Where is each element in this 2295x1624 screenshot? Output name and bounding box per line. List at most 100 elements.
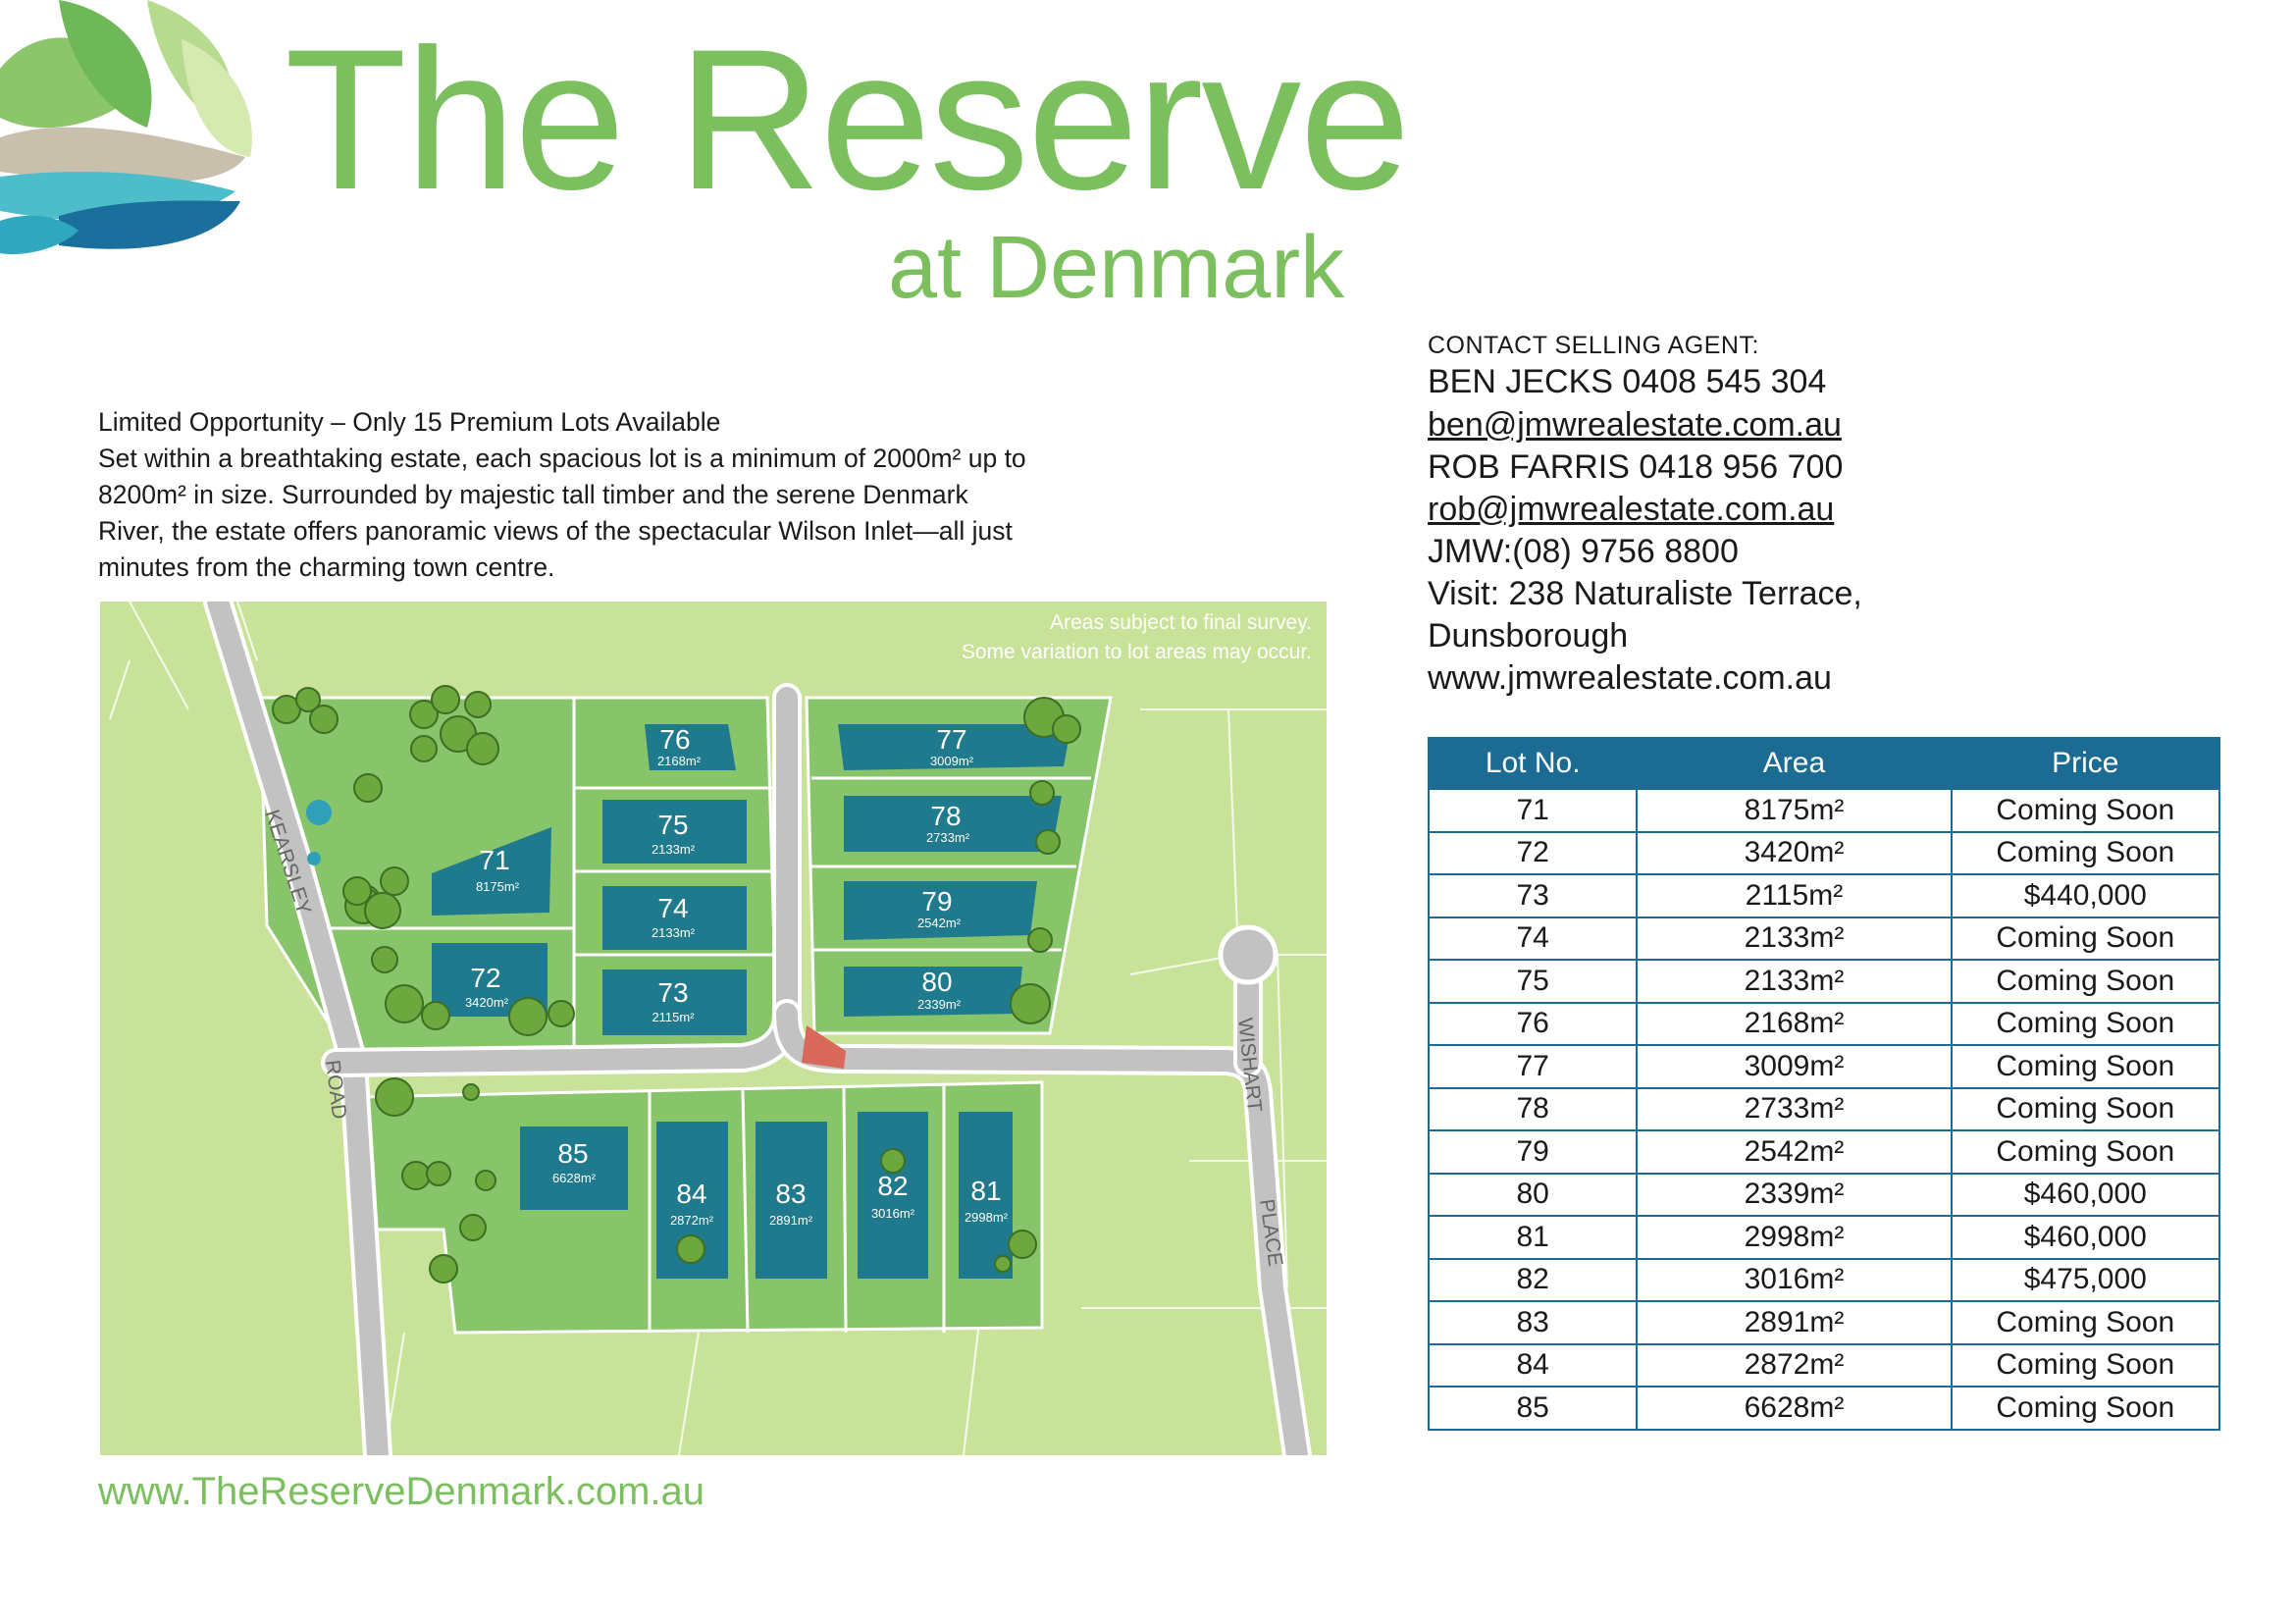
price-cell: Coming Soon <box>1950 1129 2221 1175</box>
agent-rob: ROB FARRIS 0418 956 700 <box>1428 448 1844 486</box>
lot-envelope-83 <box>756 1122 827 1279</box>
logo-leaf-icon <box>0 0 252 255</box>
header-price: Price <box>1950 737 2221 790</box>
lot-area-75: 2133m² <box>652 842 696 857</box>
lot-envelope-77 <box>838 724 1071 770</box>
lot-area-79: 2542m² <box>917 916 962 930</box>
lot-envelope-75 <box>602 800 747 864</box>
lot-number-83: 83 <box>775 1179 806 1209</box>
lot-number-cell: 73 <box>1427 873 1639 918</box>
lot-number-78: 78 <box>930 801 961 831</box>
lot-envelope-81 <box>959 1112 1013 1279</box>
area-cell: 2133m² <box>1636 959 1953 1004</box>
contact-label: CONTACT SELLING AGENT: <box>1428 332 1759 359</box>
lot-envelope-74 <box>602 886 747 950</box>
site-map: KEARSLEY ROAD WISHART PLACE Areas subjec… <box>100 602 1327 1455</box>
lot-number-84: 84 <box>676 1179 706 1209</box>
lot-number-cell: 72 <box>1427 830 1639 875</box>
lot-number-82: 82 <box>877 1171 908 1201</box>
price-cell: Coming Soon <box>1950 1386 2221 1431</box>
intro-text: Limited Opportunity – Only 15 Premium Lo… <box>98 404 1040 586</box>
lot-envelope-71 <box>432 827 551 916</box>
brand-title: The Reserve <box>285 8 1411 232</box>
lot-envelope-78 <box>844 796 1062 852</box>
lot-number-76: 76 <box>659 724 690 755</box>
estate-website-link[interactable]: www.TheReserveDenmark.com.au <box>98 1470 704 1513</box>
price-cell: Coming Soon <box>1950 830 2221 875</box>
lot-area-77: 3009m² <box>930 754 974 768</box>
area-cell: 2339m² <box>1636 1172 1953 1217</box>
lot-area-85: 6628m² <box>552 1171 597 1185</box>
intro-body: Set within a breathtaking estate, each s… <box>98 444 1026 582</box>
email-ben-link[interactable]: ben@jmwrealestate.com.au <box>1428 406 1842 444</box>
area-cell: 3009m² <box>1636 1044 1953 1089</box>
price-cell: $460,000 <box>1950 1172 2221 1217</box>
price-cell: $460,000 <box>1950 1215 2221 1260</box>
lot-number-cell: 82 <box>1427 1257 1639 1302</box>
area-cell: 6628m² <box>1636 1386 1953 1431</box>
lot-envelope-76 <box>645 724 736 770</box>
lot-area-84: 2872m² <box>670 1213 714 1228</box>
water-point <box>306 800 332 825</box>
email-rob-link[interactable]: rob@jmwrealestate.com.au <box>1428 491 1835 528</box>
lot-number-cell: 85 <box>1427 1386 1639 1431</box>
lot-area-76: 2168m² <box>657 754 702 768</box>
area-cell: 3420m² <box>1636 830 1953 875</box>
price-cell: Coming Soon <box>1950 1044 2221 1089</box>
price-cell: $475,000 <box>1950 1257 2221 1302</box>
lot-number-cell: 84 <box>1427 1342 1639 1388</box>
lot-number-cell: 71 <box>1427 788 1639 833</box>
lot-area-73: 2115m² <box>652 1010 695 1024</box>
price-cell: Coming Soon <box>1950 788 2221 833</box>
lot-area-82: 3016m² <box>871 1206 915 1221</box>
lot-number-71: 71 <box>479 845 509 875</box>
lot-labels: 71 8175m² 72 3420m² 73 2115m² 74 2133m² … <box>465 724 1009 1228</box>
lot-number-cell: 76 <box>1427 1001 1639 1046</box>
road-junction <box>802 1025 846 1069</box>
price-cell: Coming Soon <box>1950 1086 2221 1131</box>
agency-website-link[interactable]: www.jmwrealestate.com.au <box>1428 659 1832 697</box>
area-cell: 2872m² <box>1636 1342 1953 1388</box>
agent-ben: BEN JECKS 0408 545 304 <box>1428 363 1827 400</box>
map-note-1: Areas subject to final survey. <box>1050 611 1312 634</box>
lot-number-cell: 78 <box>1427 1086 1639 1131</box>
intro-headline: Limited Opportunity – Only 15 Premium Lo… <box>98 407 721 437</box>
lot-area-83: 2891m² <box>769 1213 813 1228</box>
lot-number-74: 74 <box>657 893 688 923</box>
cul-de-sac <box>1218 924 1278 985</box>
lot-number-cell: 81 <box>1427 1215 1639 1260</box>
lot-number-79: 79 <box>921 886 952 917</box>
lot-number-73: 73 <box>657 977 688 1008</box>
lot-number-cell: 83 <box>1427 1300 1639 1345</box>
area-cell: 2542m² <box>1636 1129 1953 1175</box>
lot-number-81: 81 <box>970 1176 1001 1206</box>
building-envelopes <box>432 724 1071 1279</box>
lot-number-cell: 79 <box>1427 1129 1639 1175</box>
area-cell: 2133m² <box>1636 916 1953 961</box>
visit-address: Visit: 238 Naturaliste Terrace, <box>1428 575 1862 612</box>
area-cell: 3016m² <box>1636 1257 1953 1302</box>
price-cell: Coming Soon <box>1950 959 2221 1004</box>
price-cell: Coming Soon <box>1950 1001 2221 1046</box>
lot-number-72: 72 <box>470 963 500 993</box>
lot-envelope-80 <box>844 967 1022 1017</box>
lot-number-77: 77 <box>936 724 966 755</box>
lot-area-78: 2733m² <box>926 830 970 845</box>
lot-envelope-79 <box>844 881 1037 940</box>
lot-number-cell: 80 <box>1427 1172 1639 1217</box>
lot-area-71: 8175m² <box>476 879 520 894</box>
table-header-row: Lot No. Area Price <box>1427 737 2221 790</box>
price-cell: Coming Soon <box>1950 1342 2221 1388</box>
lot-number-cell: 77 <box>1427 1044 1639 1089</box>
header-lot-no: Lot No. <box>1427 737 1639 790</box>
